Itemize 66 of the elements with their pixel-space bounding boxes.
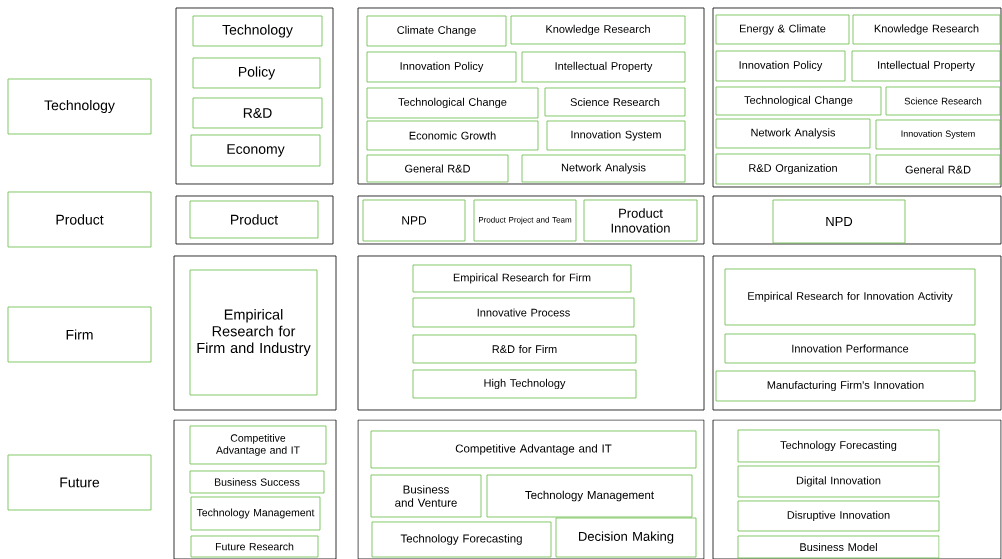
label-box: Empirical Research for Firm and Industry xyxy=(189,269,318,396)
label-box: Climate Change xyxy=(366,15,507,47)
label-box: Firm xyxy=(7,306,152,363)
label-box: Disruptive Innovation xyxy=(737,500,940,532)
group-frame xyxy=(712,419,1002,559)
label-box: NPD xyxy=(362,199,466,242)
label-box: Science Research xyxy=(885,86,1001,116)
group-frame xyxy=(173,419,337,559)
label-box: NPD xyxy=(772,199,906,244)
label-box: Innovation Performance xyxy=(724,333,976,364)
label-box: Business Success xyxy=(189,470,325,494)
label-box: Product xyxy=(7,191,152,248)
label-box: Policy xyxy=(192,57,321,89)
label-box: R&D xyxy=(192,97,323,129)
group-frame xyxy=(357,419,705,559)
label-box: Innovation System xyxy=(546,120,686,151)
label-box: Innovation System xyxy=(875,119,1001,150)
label-box: Business Model xyxy=(737,535,940,559)
label-box: Future xyxy=(7,454,152,511)
label-box: Economic Growth xyxy=(366,120,539,151)
label-box: Decision Making xyxy=(555,517,697,558)
group-frame xyxy=(357,255,705,411)
label-box: Digital Innovation xyxy=(737,465,940,498)
label-box: Innovative Process xyxy=(412,297,635,328)
label-box: Future Research xyxy=(190,535,319,558)
label-box: Technology Forecasting xyxy=(371,521,552,558)
label-box: General R&D xyxy=(366,154,509,183)
label-box: Product Innovation xyxy=(583,199,698,242)
label-box: Manufacturing Firm's Innovation xyxy=(715,370,976,402)
label-box: General R&D xyxy=(875,154,1001,185)
label-box: Empirical Research for Firm xyxy=(412,264,632,293)
label-box: Knowledge Research xyxy=(852,14,1001,45)
label-box: Network Analysis xyxy=(521,154,686,183)
label-box: Knowledge Research xyxy=(510,15,686,45)
label-box: Intellectual Property xyxy=(521,51,686,83)
label-box: Science Research xyxy=(544,87,686,117)
label-box: Technological Change xyxy=(715,86,882,116)
label-box: R&D for Firm xyxy=(412,334,637,364)
label-box: Innovation Policy xyxy=(715,50,846,82)
label-box: Competitive Advantage and IT xyxy=(189,425,327,465)
label-box: Intellectual Property xyxy=(851,50,1001,82)
group-frame xyxy=(175,195,334,245)
label-box: Technology xyxy=(7,78,152,135)
label-box: Empirical Research for Innovation Activity xyxy=(724,268,976,326)
label-box: Product xyxy=(189,200,319,239)
label-box: R&D Organization xyxy=(715,153,871,185)
group-frame xyxy=(712,7,1002,188)
label-box: Business and Venture xyxy=(370,474,482,518)
label-box: High Technology xyxy=(412,369,637,399)
group-frame xyxy=(712,255,1002,411)
label-box: Technology Management xyxy=(486,474,693,518)
group-frame xyxy=(357,7,705,185)
label-box: Technology xyxy=(192,15,323,47)
label-box: Innovation Policy xyxy=(366,51,517,83)
label-box: Energy & Climate xyxy=(715,14,850,45)
label-box: Technology Management xyxy=(190,496,321,531)
label-box: Technology Forecasting xyxy=(737,429,940,463)
label-box: Economy xyxy=(190,134,321,167)
label-box: Competitive Advantage and IT xyxy=(370,430,697,469)
group-frame xyxy=(175,7,334,185)
label-box: Technological Change xyxy=(366,87,539,119)
group-frame xyxy=(712,195,1002,245)
label-box: Product Project and Team xyxy=(473,199,577,242)
group-frame xyxy=(357,195,705,245)
group-frame xyxy=(173,255,337,411)
label-box: Network Analysis xyxy=(715,118,871,149)
